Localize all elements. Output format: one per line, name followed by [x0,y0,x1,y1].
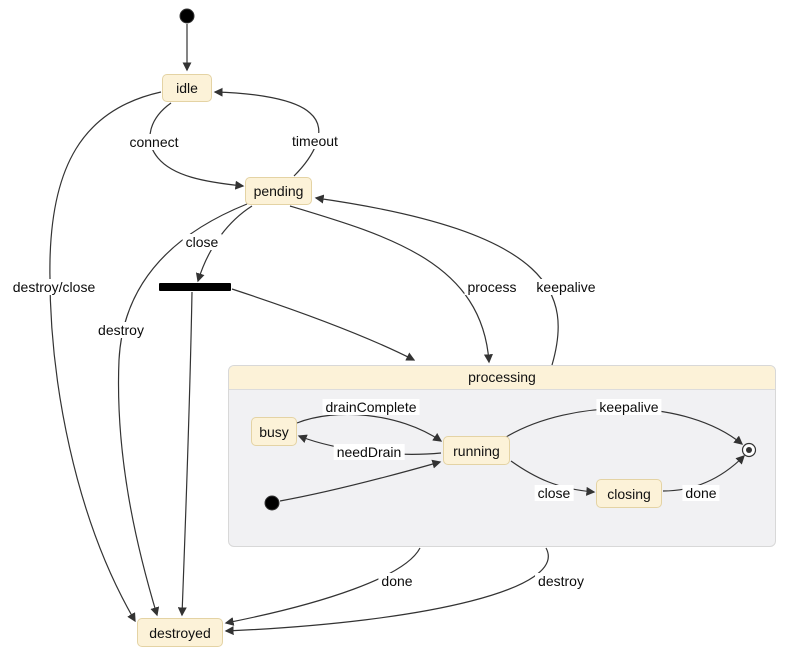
edge-label-need-drain: needDrain [333,444,405,460]
edge-keepalive-outer [314,194,559,366]
edge-fork-to-destroyed [177,291,193,617]
initial-state-dot [179,8,195,24]
edge-label-destroy-outer: destroy [535,573,587,589]
edge-label-keepalive-outer: keepalive [533,279,599,295]
inner-initial-state-dot [264,495,280,511]
edge-process [289,205,493,364]
state-busy: busy [251,417,297,446]
edge-label-close-inner: close [534,485,574,501]
edge-timeout [213,87,320,177]
edge-label-done-inner: done [682,485,720,501]
edge-destroy-close [49,91,162,623]
state-closing: closing [596,479,662,508]
state-processing-title: processing [229,366,775,390]
state-running: running [443,436,510,465]
state-busy-label: busy [259,423,289,440]
edge-label-close-outer: close [182,234,222,250]
state-running-label: running [453,442,500,459]
state-idle-label: idle [176,80,198,96]
inner-final-state-dot [746,447,752,453]
state-idle: idle [162,74,212,102]
edge-label-timeout: timeout [289,133,341,149]
state-destroyed-label: destroyed [149,624,211,641]
edge-label-destroy-close: destroy/close [9,279,99,295]
edge-label-drain-complete: drainComplete [322,399,420,415]
state-pending: pending [245,177,312,205]
edge-connect [149,102,245,190]
fork-join-bar [159,283,231,291]
edge-label-destroy-left: destroy [95,322,147,338]
edge-label-keepalive-inner: keepalive [596,399,662,415]
state-pending-label: pending [253,183,304,199]
state-closing-label: closing [607,485,651,502]
edge-label-connect: connect [126,134,182,150]
edge-label-done-outer: done [378,573,416,589]
edge-destroy-left [117,203,248,617]
edge-fork-to-processing [231,288,416,361]
state-processing: processing [228,365,776,547]
edge-inner-initial-to-running [279,459,442,502]
edge-destroy-outer [224,547,549,636]
state-destroyed: destroyed [137,618,223,647]
edge-label-process: process [464,279,520,295]
edge-drain-complete [296,413,443,442]
edge-close-inner [510,460,596,496]
edge-done-outer [224,547,421,626]
edge-done-inner [662,455,745,492]
